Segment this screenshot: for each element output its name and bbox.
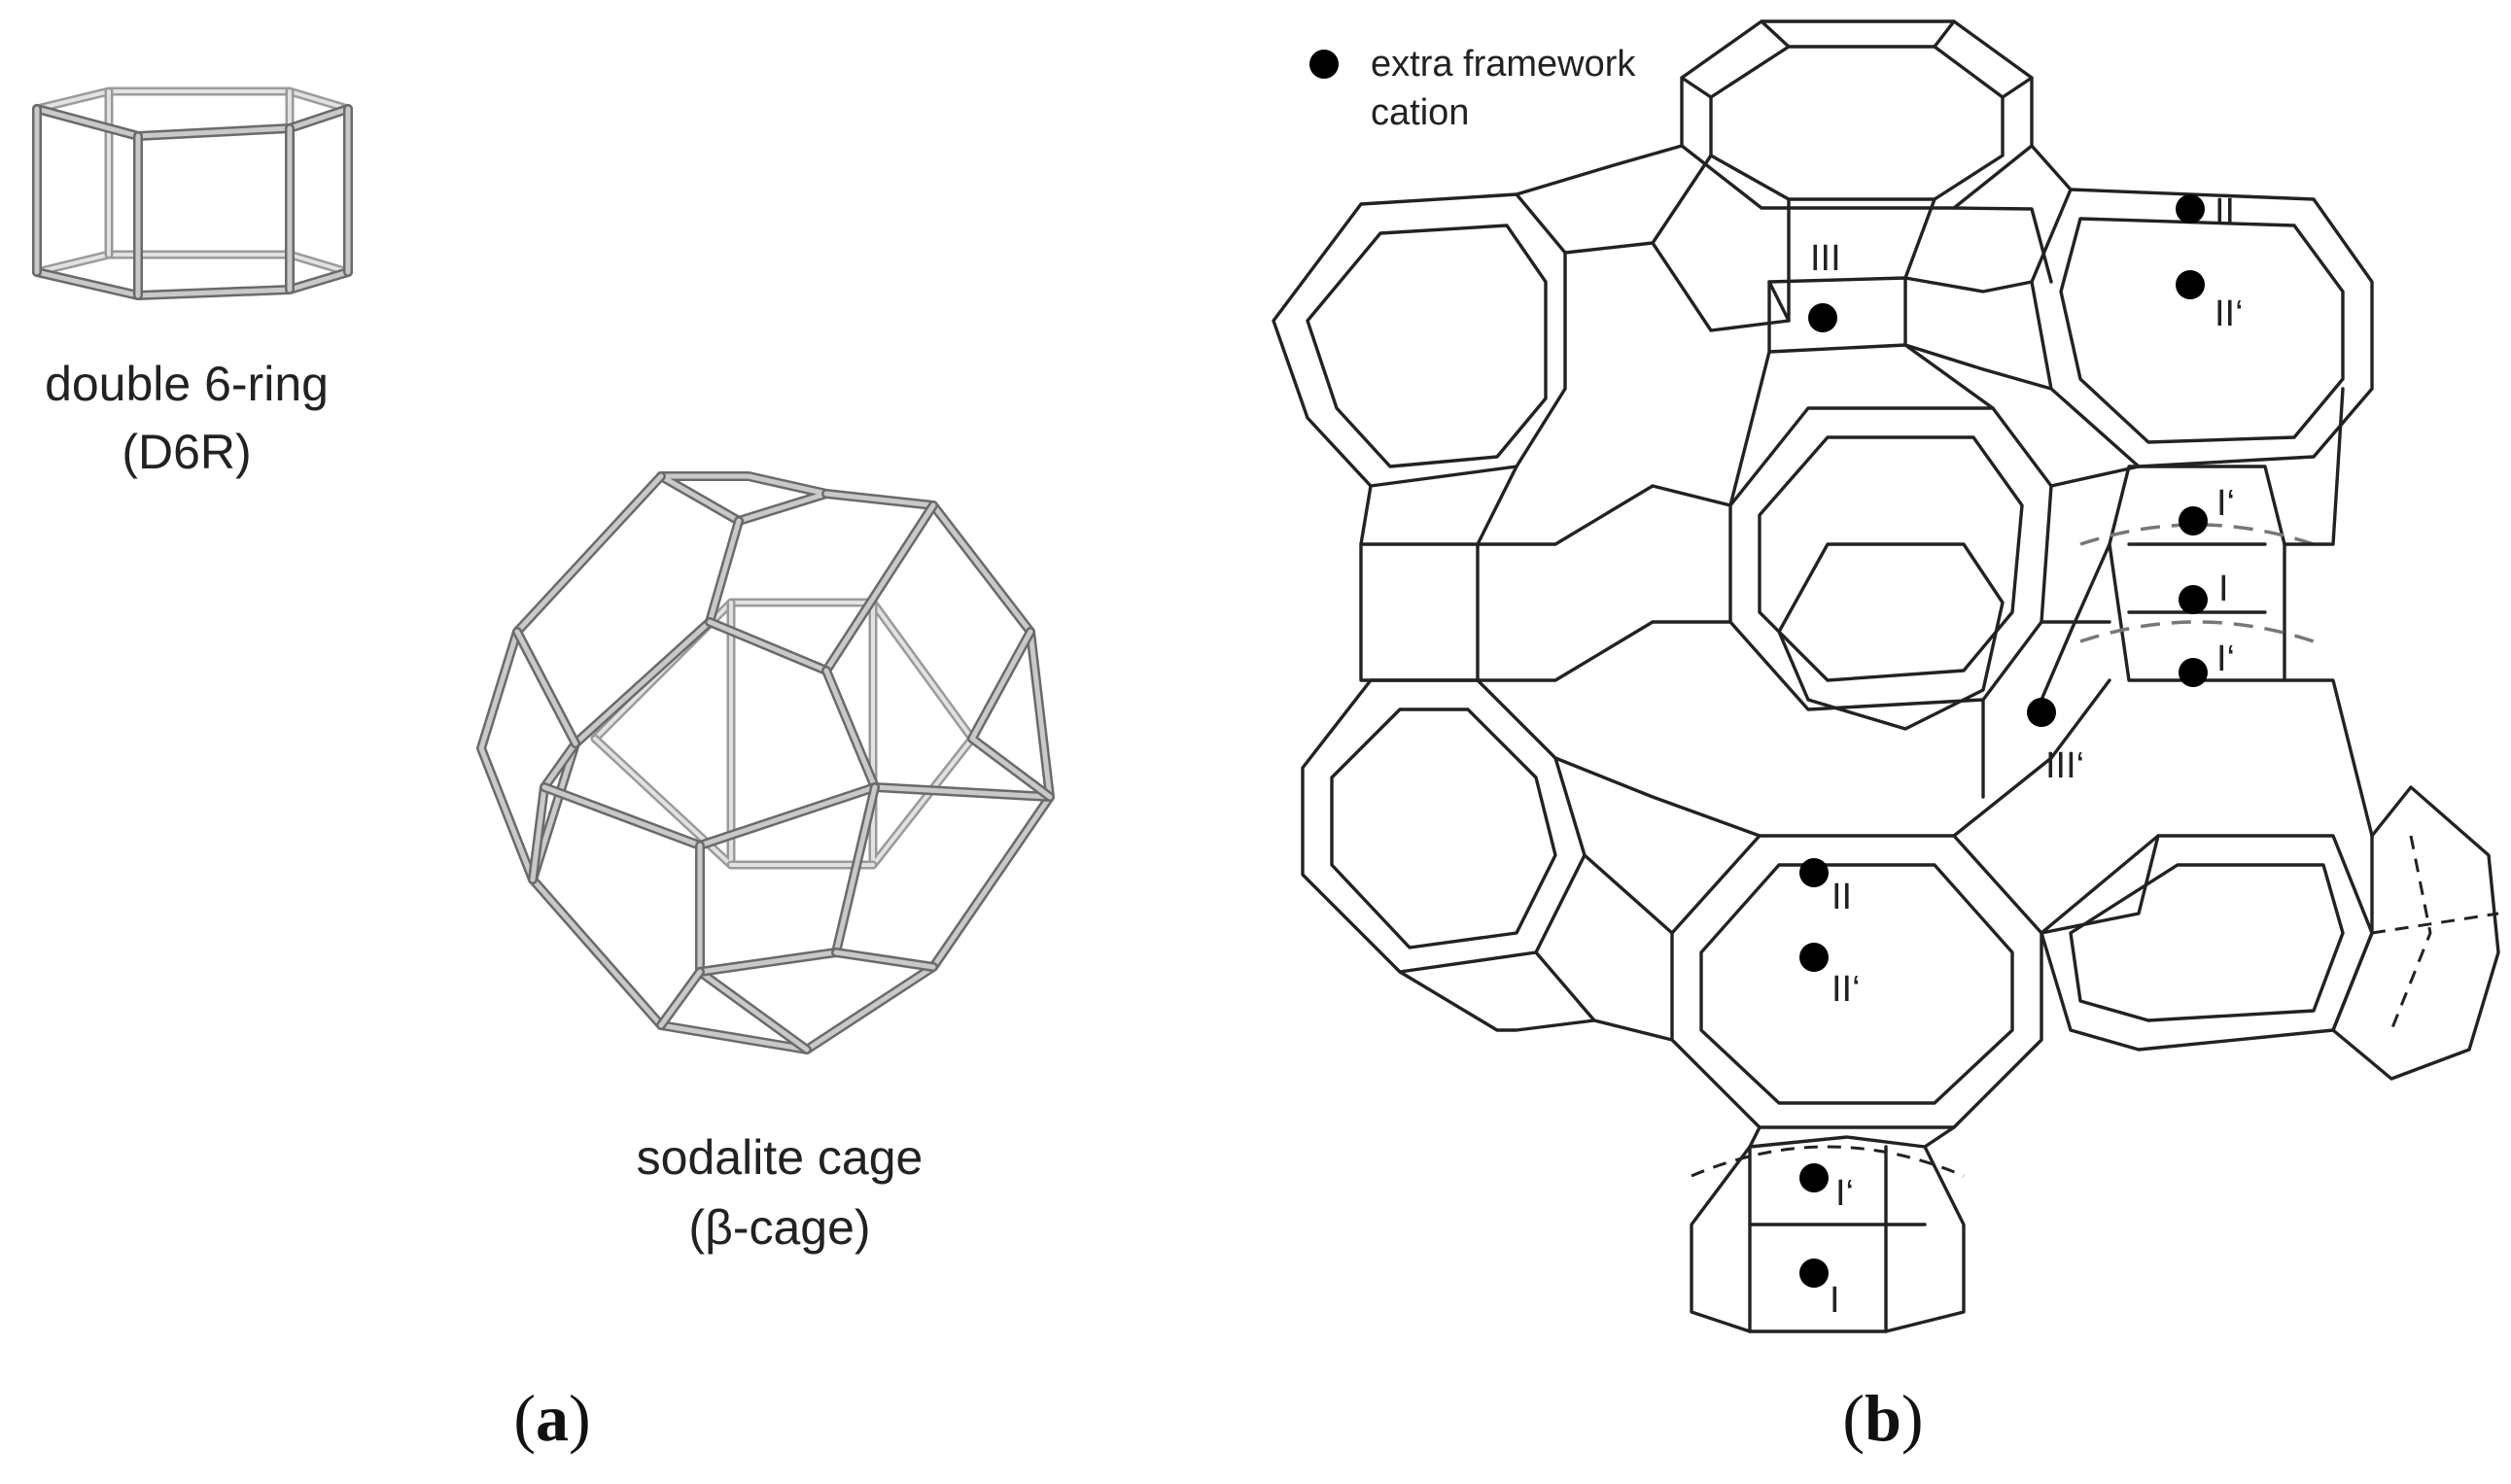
caption-a-open: ( [513,1381,536,1455]
cation-site-II-topright [2176,194,2205,224]
site-label-II-bottom: II [1831,877,1852,917]
cation-site-IIp-topright [2176,270,2205,299]
legend-label-line1: extra framework [1371,44,1636,85]
sodalite-label-line2: (β-cage) [688,1200,870,1255]
cation-site-II-bottom [1799,858,1829,887]
d6r-label-line2: (D6R) [122,425,251,479]
site-label-Ip-lower: I‘ [2216,638,2235,679]
site-label-I-right: I [2218,569,2229,609]
sodalite-label-line1: sodalite cage [637,1130,924,1185]
site-label-III-top: III [1810,238,1841,279]
site-label-IIp-topright: II‘ [2215,293,2244,334]
cation-site-Ip-upper [2179,506,2208,535]
legend-cation-dot [1309,50,1339,79]
cation-site-III-top [1808,303,1837,332]
panel-b: extra framework cation [1272,19,2500,1455]
site-label-IIp-bottom: II‘ [1831,969,1861,1010]
caption-b-letter: b [1865,1381,1901,1455]
panel-a: double 6-ring (D6R) [32,86,1055,1455]
caption-b-open: ( [1842,1381,1865,1455]
caption-a: (a) [513,1381,590,1455]
legend-label-line2: cation [1371,92,1469,133]
cation-site-I-bottom [1799,1259,1829,1288]
site-label-Ip-upper: I‘ [2216,483,2235,524]
caption-b-close: ) [1901,1381,1924,1455]
double-6-ring-model [32,86,353,300]
d6r-label-line1: double 6-ring [45,357,329,411]
site-label-I-bottom: I [1830,1280,1840,1321]
cation-site-IIp-bottom [1799,943,1829,972]
caption-b: (b) [1842,1381,1923,1455]
cation-site-IIIp [2027,698,2056,727]
site-label-Ip-bottom: I‘ [1835,1173,1854,1214]
site-label-II-topright: II [2215,191,2235,232]
cation-sites: III II II‘ I‘ I I‘ III‘ II II‘ I‘ I [1799,191,2244,1321]
faujasite-framework [1272,19,2500,1333]
cation-site-Ip-lower [2179,658,2208,687]
cation-site-Ip-bottom [1799,1163,1829,1192]
caption-a-close: ) [569,1381,591,1455]
cation-site-I-right [2179,585,2208,614]
sodalite-cage-model [476,471,1055,1054]
site-label-IIIp: III‘ [2045,745,2084,786]
caption-a-letter: a [536,1381,569,1455]
